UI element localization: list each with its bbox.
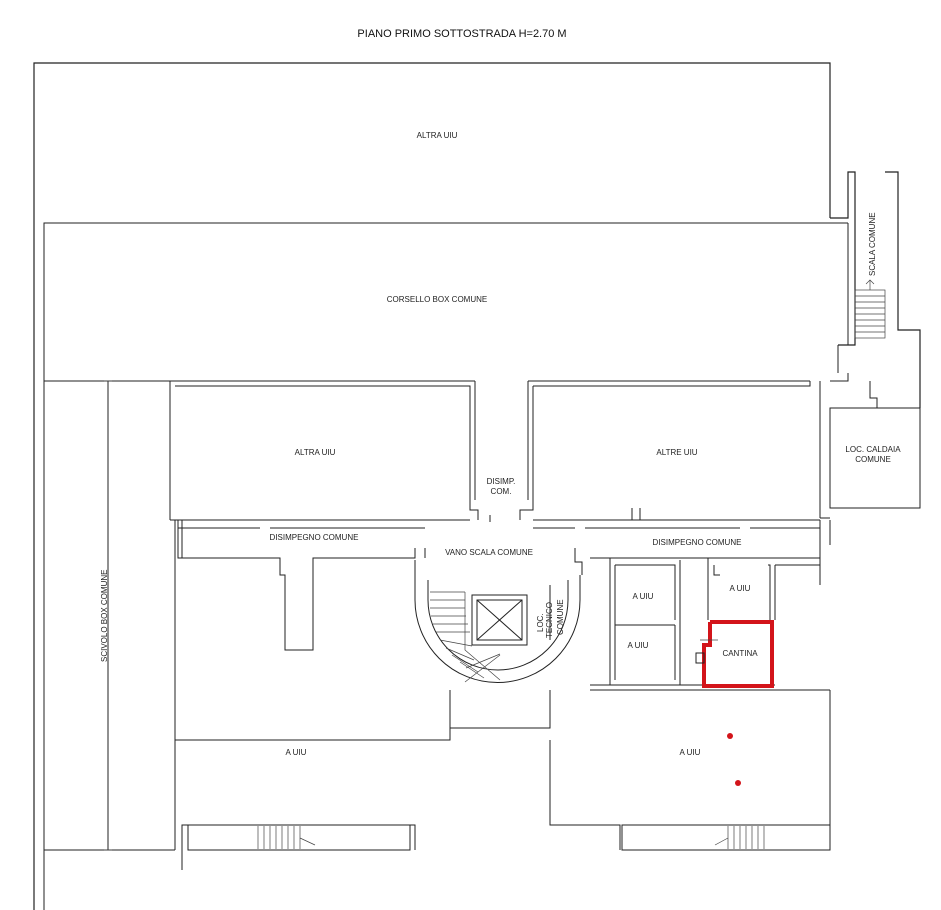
plan-title: PIANO PRIMO SOTTOSTRADA H=2.70 M xyxy=(357,28,566,40)
red-marker-1 xyxy=(727,733,733,739)
room-label-vano-scala: VANO SCALA COMUNE xyxy=(445,548,533,557)
room-label-a-uiu-bottom-right: A UIU xyxy=(680,748,701,757)
room-label-loc-caldaia-1: LOC. CALDAIA xyxy=(845,445,901,454)
lower-walls xyxy=(44,380,831,870)
room-label-a-uiu-bottom-left: A UIU xyxy=(286,748,307,757)
bottom-stairs xyxy=(257,826,765,849)
corsello-walls xyxy=(43,222,849,910)
room-label-disimp-1: DISIMP. xyxy=(487,477,516,486)
room-label-loc-tecnico-2: TECNICO xyxy=(545,602,554,638)
a-uiu-rooms xyxy=(609,558,771,685)
room-label-corsello: CORSELLO BOX COMUNE xyxy=(387,295,487,304)
cantina-highlight xyxy=(702,620,774,688)
cantina-door xyxy=(695,639,718,664)
room-label-loc-caldaia-2: COMUNE xyxy=(855,455,891,464)
room-label-disimpegno-left: DISIMPEGNO COMUNE xyxy=(270,533,359,542)
scala-comune-stairs xyxy=(854,279,886,339)
room-label-loc-tecnico-3: COMUNE xyxy=(556,599,565,635)
loc-caldaia-walls xyxy=(819,345,921,519)
outer-walls xyxy=(33,62,921,910)
room-label-altra-uiu-left: ALTRA UIU xyxy=(295,448,336,457)
room-label-cantina: CANTINA xyxy=(722,649,758,658)
room-label-scala-comune: SCALA COMUNE xyxy=(868,212,877,276)
interior-walls-upper xyxy=(169,381,820,529)
room-label-a-uiu-3: A UIU xyxy=(730,584,751,593)
room-label-scivolo: SCIVOLO BOX COMUNE xyxy=(100,570,109,662)
room-label-disimp-2: COM. xyxy=(491,487,512,496)
room-label-a-uiu-1: A UIU xyxy=(633,592,654,601)
room-label-altra-uiu-top: ALTRA UIU xyxy=(417,131,458,140)
room-label-a-uiu-2: A UIU xyxy=(628,641,649,650)
red-marker-2 xyxy=(735,780,741,786)
room-label-altre-uiu: ALTRE UIU xyxy=(656,448,697,457)
vano-scala xyxy=(414,560,581,729)
room-label-disimpegno-right: DISIMPEGNO COMUNE xyxy=(653,538,742,547)
room-label-loc-tecnico-1: LOC. xyxy=(536,613,545,632)
